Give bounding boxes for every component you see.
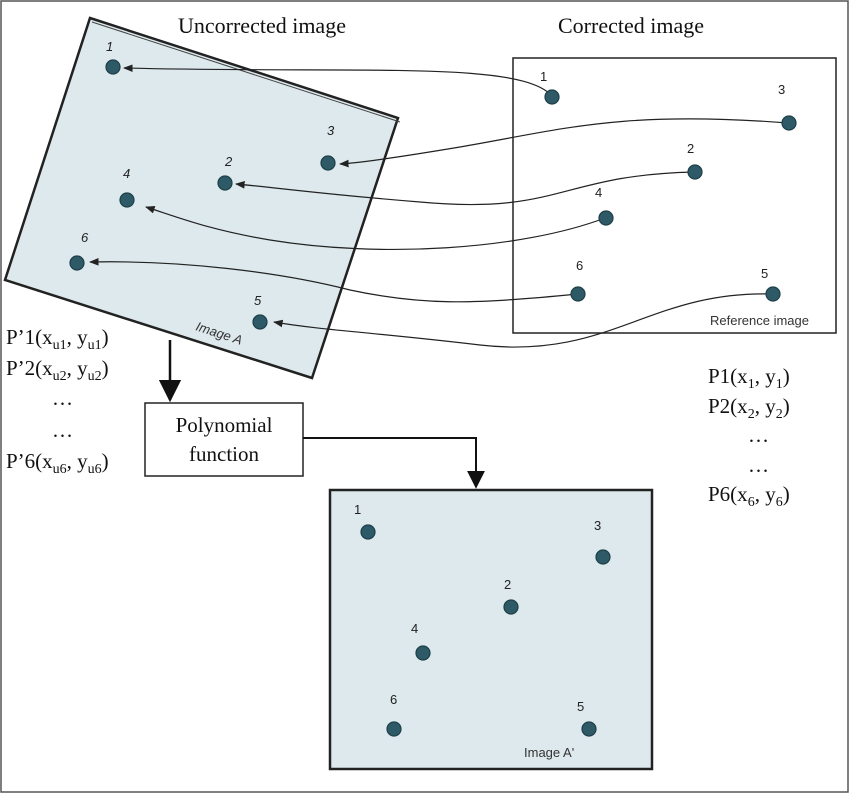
- reference-point-label-5: 5: [761, 266, 768, 281]
- correspondence-links: [89, 64, 789, 348]
- reference-point-label-2: 2: [687, 141, 694, 156]
- uncorrected-points: 1 2 3 4 5 6: [69, 39, 336, 330]
- uncorrected-point-label-2: 2: [224, 154, 233, 169]
- corrected-point-label-6: 6: [390, 692, 397, 707]
- uncorrected-point-label-6: 6: [81, 230, 89, 245]
- uncorrected-point-label-5: 5: [254, 293, 262, 308]
- uncorrected-coord-2: P’2(xu2, yu2): [6, 356, 109, 384]
- uncorrected-point-6: [69, 255, 85, 271]
- reference-point-3: [781, 115, 797, 131]
- reference-ellipsis-2: …: [748, 453, 769, 477]
- uncorrected-coordinate-list: P’1(xu1, yu1) P’2(xu2, yu2) … … P’6(xu6,…: [6, 325, 109, 477]
- panel-label-image-a-prime: Image A': [524, 745, 574, 760]
- reference-coordinate-list: P1(x1, y1) P2(x2, y2) … … P6(x6, y6): [708, 364, 790, 510]
- uncorrected-ellipsis-1: …: [52, 386, 73, 410]
- reference-point-1: [544, 89, 560, 105]
- reference-ellipsis-1: …: [748, 423, 769, 447]
- link-point-2: [235, 171, 695, 206]
- corrected-point-2: [503, 599, 519, 615]
- uncorrected-point-label-1: 1: [106, 39, 113, 54]
- uncorrected-coord-1: P’1(xu1, yu1): [6, 325, 109, 353]
- uncorrected-point-2: [217, 175, 233, 191]
- corrected-point-4: [415, 645, 431, 661]
- corrected-point-label-5: 5: [577, 699, 584, 714]
- uncorrected-image-panel: [3, 16, 400, 380]
- corrected-point-label-2: 2: [504, 577, 511, 592]
- link-point-4: [145, 206, 606, 251]
- uncorrected-point-5: [252, 314, 268, 330]
- reference-coord-2: P2(x2, y2): [708, 394, 790, 422]
- corrected-image-panel: [328, 488, 654, 771]
- corrected-point-6: [386, 721, 402, 737]
- polynomial-label-line1: Polynomial: [176, 413, 273, 437]
- reference-point-label-3: 3: [778, 82, 785, 97]
- reference-point-label-6: 6: [576, 258, 583, 273]
- corrected-point-5: [581, 721, 597, 737]
- uncorrected-point-1: [105, 59, 121, 75]
- uncorrected-point-label-3: 3: [327, 123, 335, 138]
- heading-corrected: Corrected image: [558, 13, 704, 38]
- uncorrected-point-label-4: 4: [123, 166, 130, 181]
- corrected-point-label-1: 1: [354, 502, 361, 517]
- reference-coord-6: P6(x6, y6): [708, 482, 790, 510]
- corrected-point-1: [360, 524, 376, 540]
- reference-point-label-1: 1: [540, 69, 547, 84]
- reference-point-4: [598, 210, 614, 226]
- link-point-3: [339, 118, 789, 168]
- corrected-point-3: [595, 549, 611, 565]
- uncorrected-point-4: [119, 192, 135, 208]
- corrected-point-label-3: 3: [594, 518, 601, 533]
- polynomial-function-box: [144, 402, 304, 477]
- heading-uncorrected: Uncorrected image: [178, 13, 346, 38]
- panel-label-reference: Reference image: [710, 313, 809, 328]
- link-point-1: [123, 64, 553, 97]
- reference-image-panel: [512, 57, 837, 334]
- reference-point-6: [570, 286, 586, 302]
- reference-point-5: [765, 286, 781, 302]
- corrected-point-label-4: 4: [411, 621, 418, 636]
- corrected-points: 1 2 3 4 5 6: [354, 502, 611, 737]
- link-point-6: [89, 257, 578, 303]
- polynomial-label-line2: function: [189, 442, 259, 466]
- uncorrected-point-3: [320, 155, 336, 171]
- arrow-to-result: [303, 437, 485, 489]
- uncorrected-ellipsis-2: …: [52, 418, 73, 442]
- reference-point-label-4: 4: [595, 185, 602, 200]
- link-point-5: [273, 293, 774, 348]
- reference-point-2: [687, 164, 703, 180]
- uncorrected-coord-6: P’6(xu6, yu6): [6, 449, 109, 477]
- reference-coord-1: P1(x1, y1): [708, 364, 790, 392]
- reference-points: 1 2 3 4 5 6: [540, 69, 797, 302]
- panel-edge-shadow: [91, 21, 401, 123]
